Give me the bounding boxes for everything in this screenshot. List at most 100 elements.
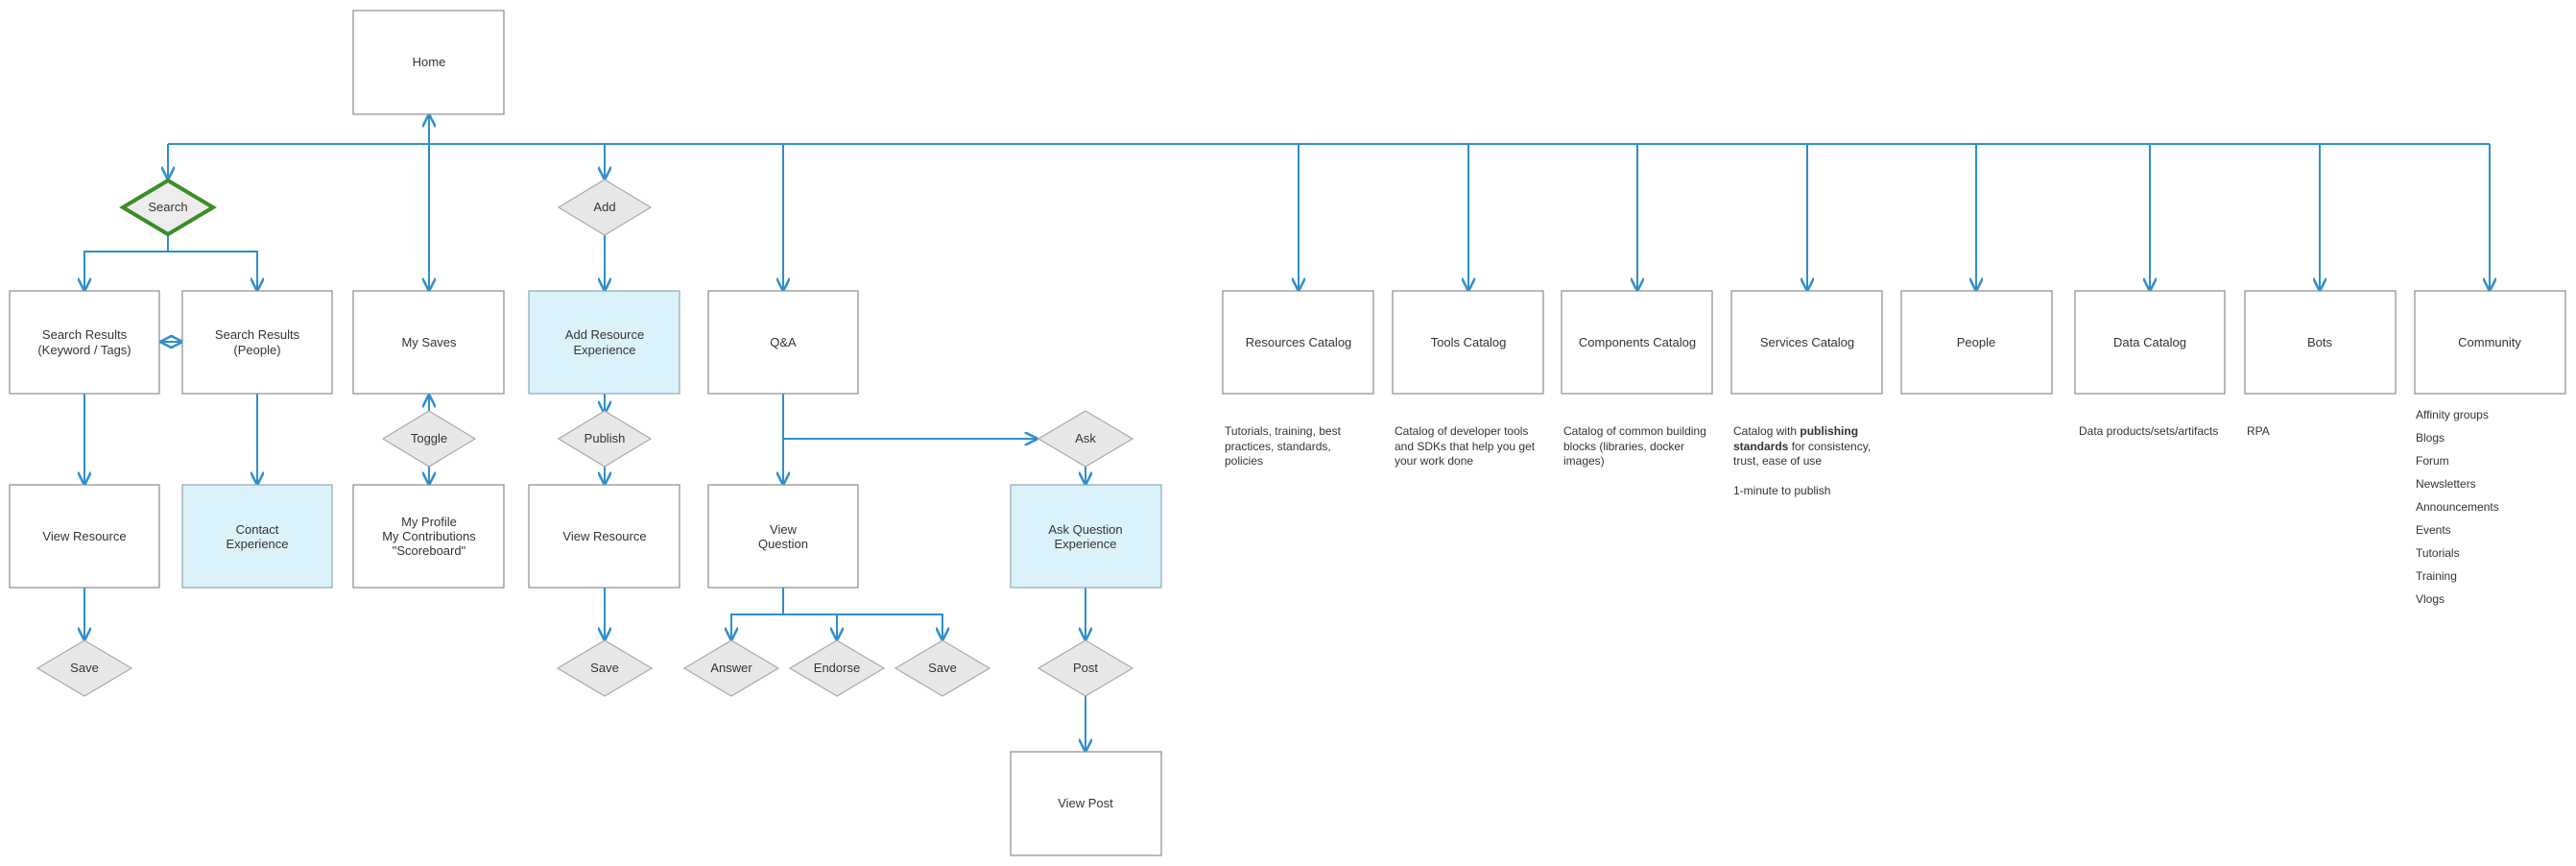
node-label-line: (People) [233,343,280,357]
description-bold-text: publishing standards [1733,424,1859,453]
decision-toggle-label: Toggle [411,431,447,445]
decision-ask-label: Ask [1075,431,1096,445]
community-list-item: Newsletters [2416,477,2476,491]
node-data-catalog-label: Data Catalog [2113,335,2186,349]
node-tools-catalog-label: Tools Catalog [1431,335,1507,349]
node-my-saves-label: My Saves [401,335,457,349]
description-text: Catalog of developer tools and SDKs that… [1395,424,1536,468]
decision-publish[interactable]: Publish [557,410,653,468]
node-label-line: My Contributions [382,529,476,543]
community-list-item: Events [2416,523,2451,537]
node-my-profile[interactable]: My Profile My Contributions "Scoreboard" [352,484,505,589]
decision-add-label: Add [593,200,615,214]
decision-add[interactable]: Add [557,179,653,236]
node-view-resource-left[interactable]: View Resource [9,484,160,589]
decision-endorse-label: Endorse [814,661,860,675]
decision-toggle[interactable]: Toggle [381,410,477,468]
node-view-post[interactable]: View Post [1010,751,1162,856]
node-search-results-keyword[interactable]: Search Results (Keyword / Tags) [9,290,160,395]
node-label-line: Search Results [42,327,128,342]
decision-endorse[interactable]: Endorse [788,639,886,697]
tools-catalog-description: Catalog of developer tools and SDKs that… [1395,424,1538,469]
description-text: RPA [2247,424,2270,438]
decision-search[interactable]: Search [119,178,217,237]
node-view-question[interactable]: View Question [707,484,859,589]
description-note: 1-minute to publish [1733,483,1831,497]
connectors [84,115,2490,751]
node-people[interactable]: People [1900,290,2053,395]
decision-publish-label: Publish [584,431,626,445]
components-catalog-description: Catalog of common building blocks (libra… [1563,424,1707,469]
node-services-catalog-label: Services Catalog [1760,335,1854,349]
node-label-line: (Keyword / Tags) [37,343,131,357]
node-view-resource-label: View Resource [42,529,126,543]
node-label-line: Contact [236,522,279,537]
community-list-item: Blogs [2416,431,2445,445]
node-qa-label: Q&A [770,335,797,349]
node-label-line: View [770,522,798,537]
node-resources-catalog[interactable]: Resources Catalog [1222,290,1374,395]
node-my-saves[interactable]: My Saves [352,290,505,395]
node-bots[interactable]: Bots [2244,290,2397,395]
community-list-item: Tutorials [2416,546,2460,560]
description-text: Catalog with publishing standards for co… [1733,424,1879,469]
bots-description: RPA [2247,424,2391,440]
node-label-line: Experience [573,343,635,357]
edge-viewquestion-split [731,588,784,639]
node-label-line: Add Resource [565,327,644,342]
node-components-catalog[interactable]: Components Catalog [1561,290,1713,395]
decision-save-left[interactable]: Save [36,639,133,697]
edge-viewquestion-save [837,613,942,639]
decision-save-label: Save [590,661,619,675]
decision-post-label: Post [1073,661,1098,675]
node-components-catalog-label: Components Catalog [1579,335,1696,349]
node-search-results-people[interactable]: Search Results (People) [181,290,333,395]
description-text: Data products/sets/artifacts [2079,424,2219,438]
node-label-line: "Scoreboard" [393,543,466,558]
community-list-item: Forum [2416,454,2449,468]
node-tools-catalog[interactable]: Tools Catalog [1392,290,1544,395]
community-list-item: Training [2416,569,2457,583]
description-text: Catalog of common building blocks (libra… [1563,424,1706,468]
edge-viewquestion-endorse [783,613,837,639]
decision-save-label: Save [70,661,99,675]
node-label-line: Question [758,537,808,551]
node-label-line: Ask Question [1048,522,1122,537]
decision-answer-label: Answer [710,661,752,675]
node-view-resource-mid[interactable]: View Resource [528,484,680,589]
node-community-label: Community [2458,335,2521,349]
services-catalog-description: Catalog with publishing standards for co… [1733,424,1879,498]
node-community[interactable]: Community [2414,290,2566,395]
resources-catalog-description: Tutorials, training, best practices, sta… [1225,424,1369,469]
community-list-item: Affinity groups [2416,408,2489,421]
decision-ask[interactable]: Ask [1037,410,1134,468]
node-add-resource-experience[interactable]: Add Resource Experience [528,290,680,395]
node-ask-question-experience[interactable]: Ask Question Experience [1010,484,1162,589]
node-label-line: Experience [226,537,288,551]
decision-save-label: Save [928,661,957,675]
data-catalog-description: Data products/sets/artifacts [2079,424,2232,440]
node-resources-catalog-label: Resources Catalog [1246,335,1352,349]
description-text-part: Catalog with [1733,424,1801,438]
node-data-catalog[interactable]: Data Catalog [2074,290,2226,395]
decision-answer[interactable]: Answer [682,639,780,697]
node-contact-experience[interactable]: Contact Experience [181,484,333,589]
node-services-catalog[interactable]: Services Catalog [1730,290,1883,395]
node-view-resource-label: View Resource [562,529,646,543]
decision-search-label: Search [148,200,187,214]
node-home-label: Home [413,55,446,69]
community-list: Affinity groups Blogs Forum Newsletters … [2416,403,2560,611]
decision-post[interactable]: Post [1037,639,1134,697]
description-text-part: for consistency, trust, ease of use [1733,439,1872,469]
description-text: Tutorials, training, best practices, sta… [1225,424,1341,468]
decision-save-mid[interactable]: Save [556,639,654,697]
node-label-line: Experience [1054,537,1116,551]
node-home[interactable]: Home [352,10,505,115]
community-list-item: Vlogs [2416,592,2445,606]
decision-save-qa[interactable]: Save [894,639,991,697]
node-qa[interactable]: Q&A [707,290,859,395]
edge-search-people [168,251,257,290]
community-list-item: Announcements [2416,500,2499,514]
node-label-line: My Profile [401,515,457,529]
